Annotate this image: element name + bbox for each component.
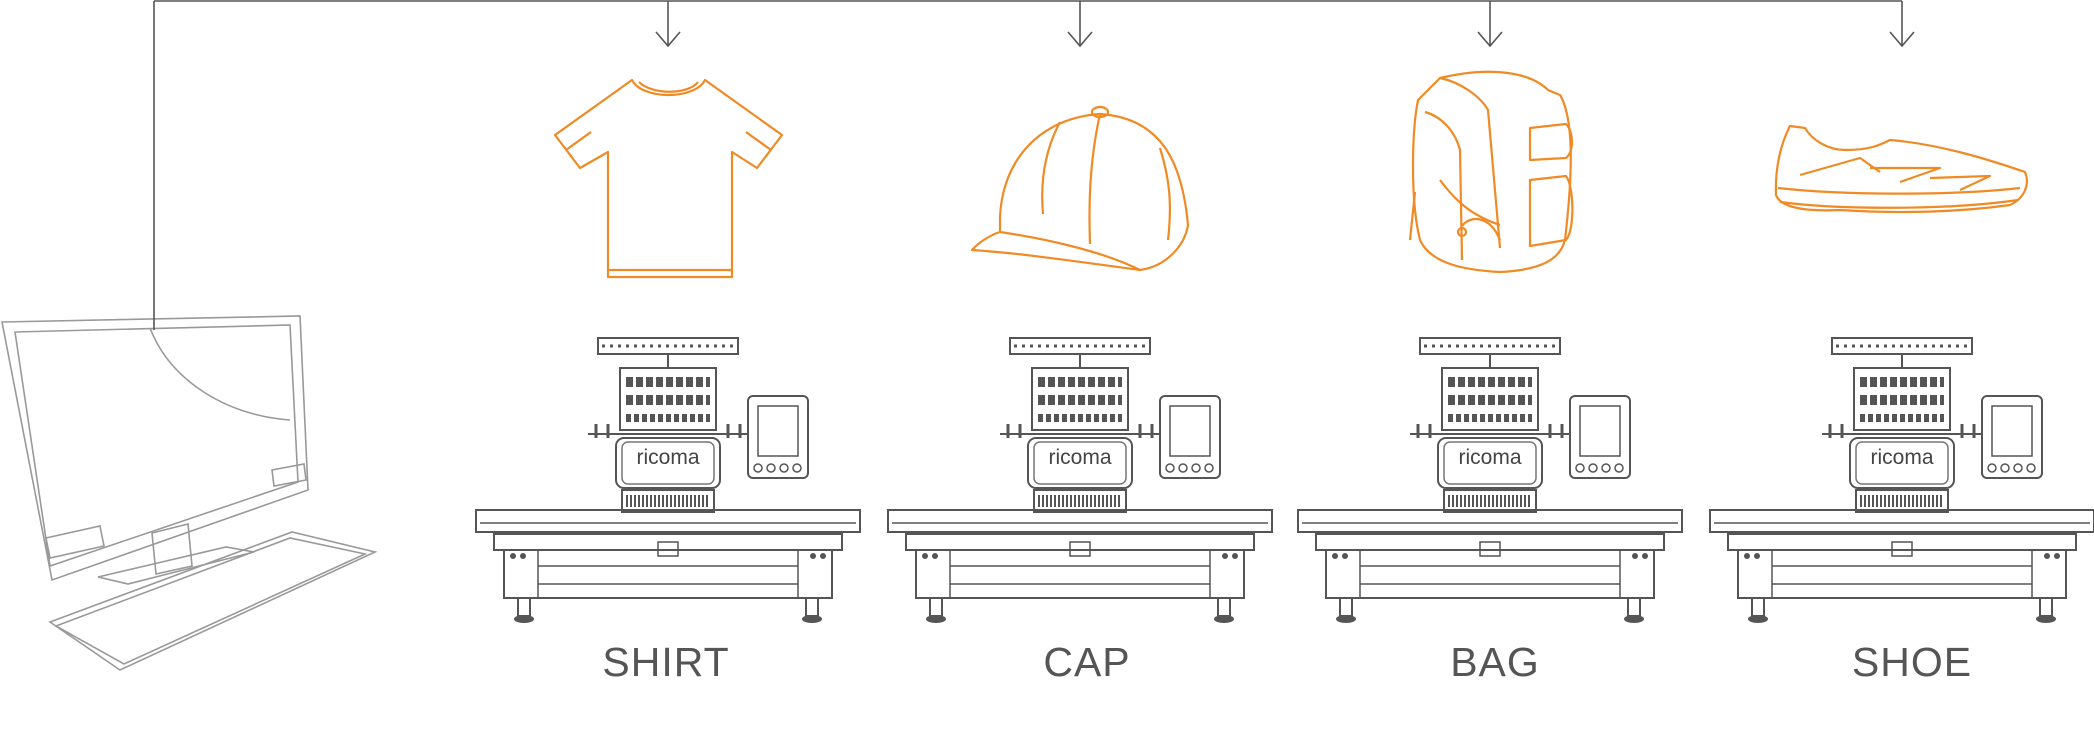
brand-logo: ricoma — [636, 446, 699, 469]
brand-logo: ricoma — [1048, 446, 1111, 469]
embroidery-machine-icon: ricoma — [1298, 338, 1682, 623]
tshirt-icon — [553, 78, 784, 279]
embroidery-machine-icon: ricoma — [476, 338, 860, 623]
brand-logo: ricoma — [1870, 446, 1933, 469]
cap-icon — [970, 105, 1190, 272]
computer-monitor-icon — [1, 315, 378, 671]
embroidery-machine-icon: ricoma — [888, 338, 1272, 623]
shoe-icon — [1774, 124, 2028, 214]
brand-logo: ricoma — [1458, 446, 1521, 469]
arrow-shirt — [655, 1, 681, 48]
item-label-bag: BAG — [1450, 639, 1540, 685]
arrow-bag — [1477, 1, 1503, 48]
arrows — [655, 1, 1915, 48]
machines: ricoma ricoma ricoma ricoma — [476, 338, 2094, 623]
arrow-shoe — [1889, 1, 1915, 48]
item-label-shirt: SHIRT — [602, 639, 729, 685]
connector-lines — [153, 0, 1902, 330]
item-label-shoe: SHOE — [1852, 639, 1972, 685]
arrow-cap — [1067, 1, 1093, 48]
embroidery-machine-icon: ricoma — [1710, 338, 2094, 623]
item-label-cap: CAP — [1043, 639, 1130, 685]
backpack-icon — [1408, 70, 1574, 274]
